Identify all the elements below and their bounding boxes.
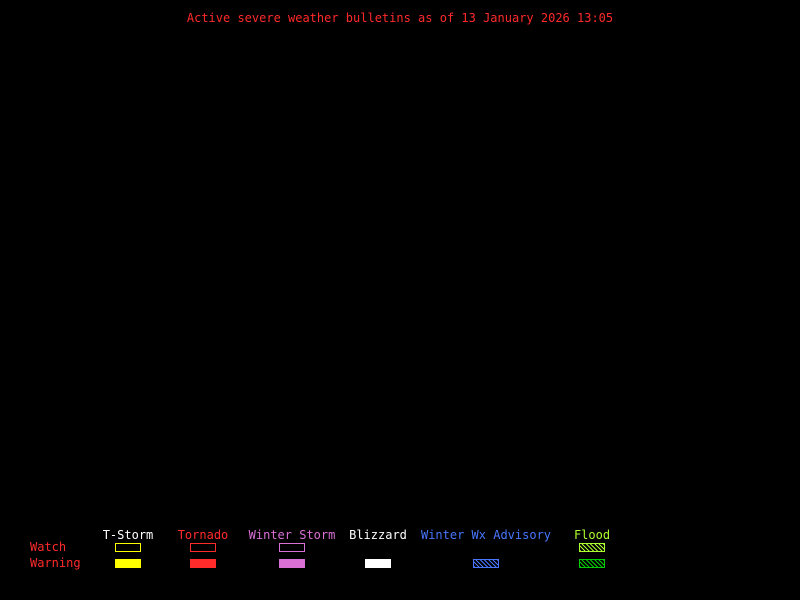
legend-category-label: Blizzard	[349, 528, 407, 542]
legend-column-blizzard: Blizzard	[303, 529, 453, 571]
watch-swatch	[115, 543, 141, 552]
warning-swatch	[365, 559, 391, 568]
watch-swatch	[279, 543, 305, 552]
warning-swatch	[190, 559, 216, 568]
watch-swatch	[190, 543, 216, 552]
legend-watch-label: Watch	[30, 540, 67, 554]
legend-category-label: Flood	[573, 528, 611, 542]
legend-column-winter-storm: Winter Storm	[217, 529, 367, 571]
legend-category-label: Winter Wx Advisory	[420, 528, 552, 542]
watch-swatch	[579, 543, 605, 552]
warning-swatch	[279, 559, 305, 568]
legend-column-flood: Flood	[517, 529, 667, 571]
legend-category-label: Winter Storm	[248, 528, 336, 542]
legend-category-label: T-Storm	[102, 528, 154, 542]
legend-category-label: Tornado	[177, 528, 229, 542]
warning-swatch	[579, 559, 605, 568]
warning-swatch	[115, 559, 141, 568]
page-title: Active severe weather bulletins as of 13…	[186, 11, 614, 25]
legend-column-winter-wx-advisory: Winter Wx Advisory	[411, 529, 561, 571]
legend-warning-label: Warning	[30, 556, 81, 570]
legend-column-tornado: Tornado	[128, 529, 278, 571]
warning-swatch	[473, 559, 499, 568]
legend-column-t-storm: T-Storm	[53, 529, 203, 571]
